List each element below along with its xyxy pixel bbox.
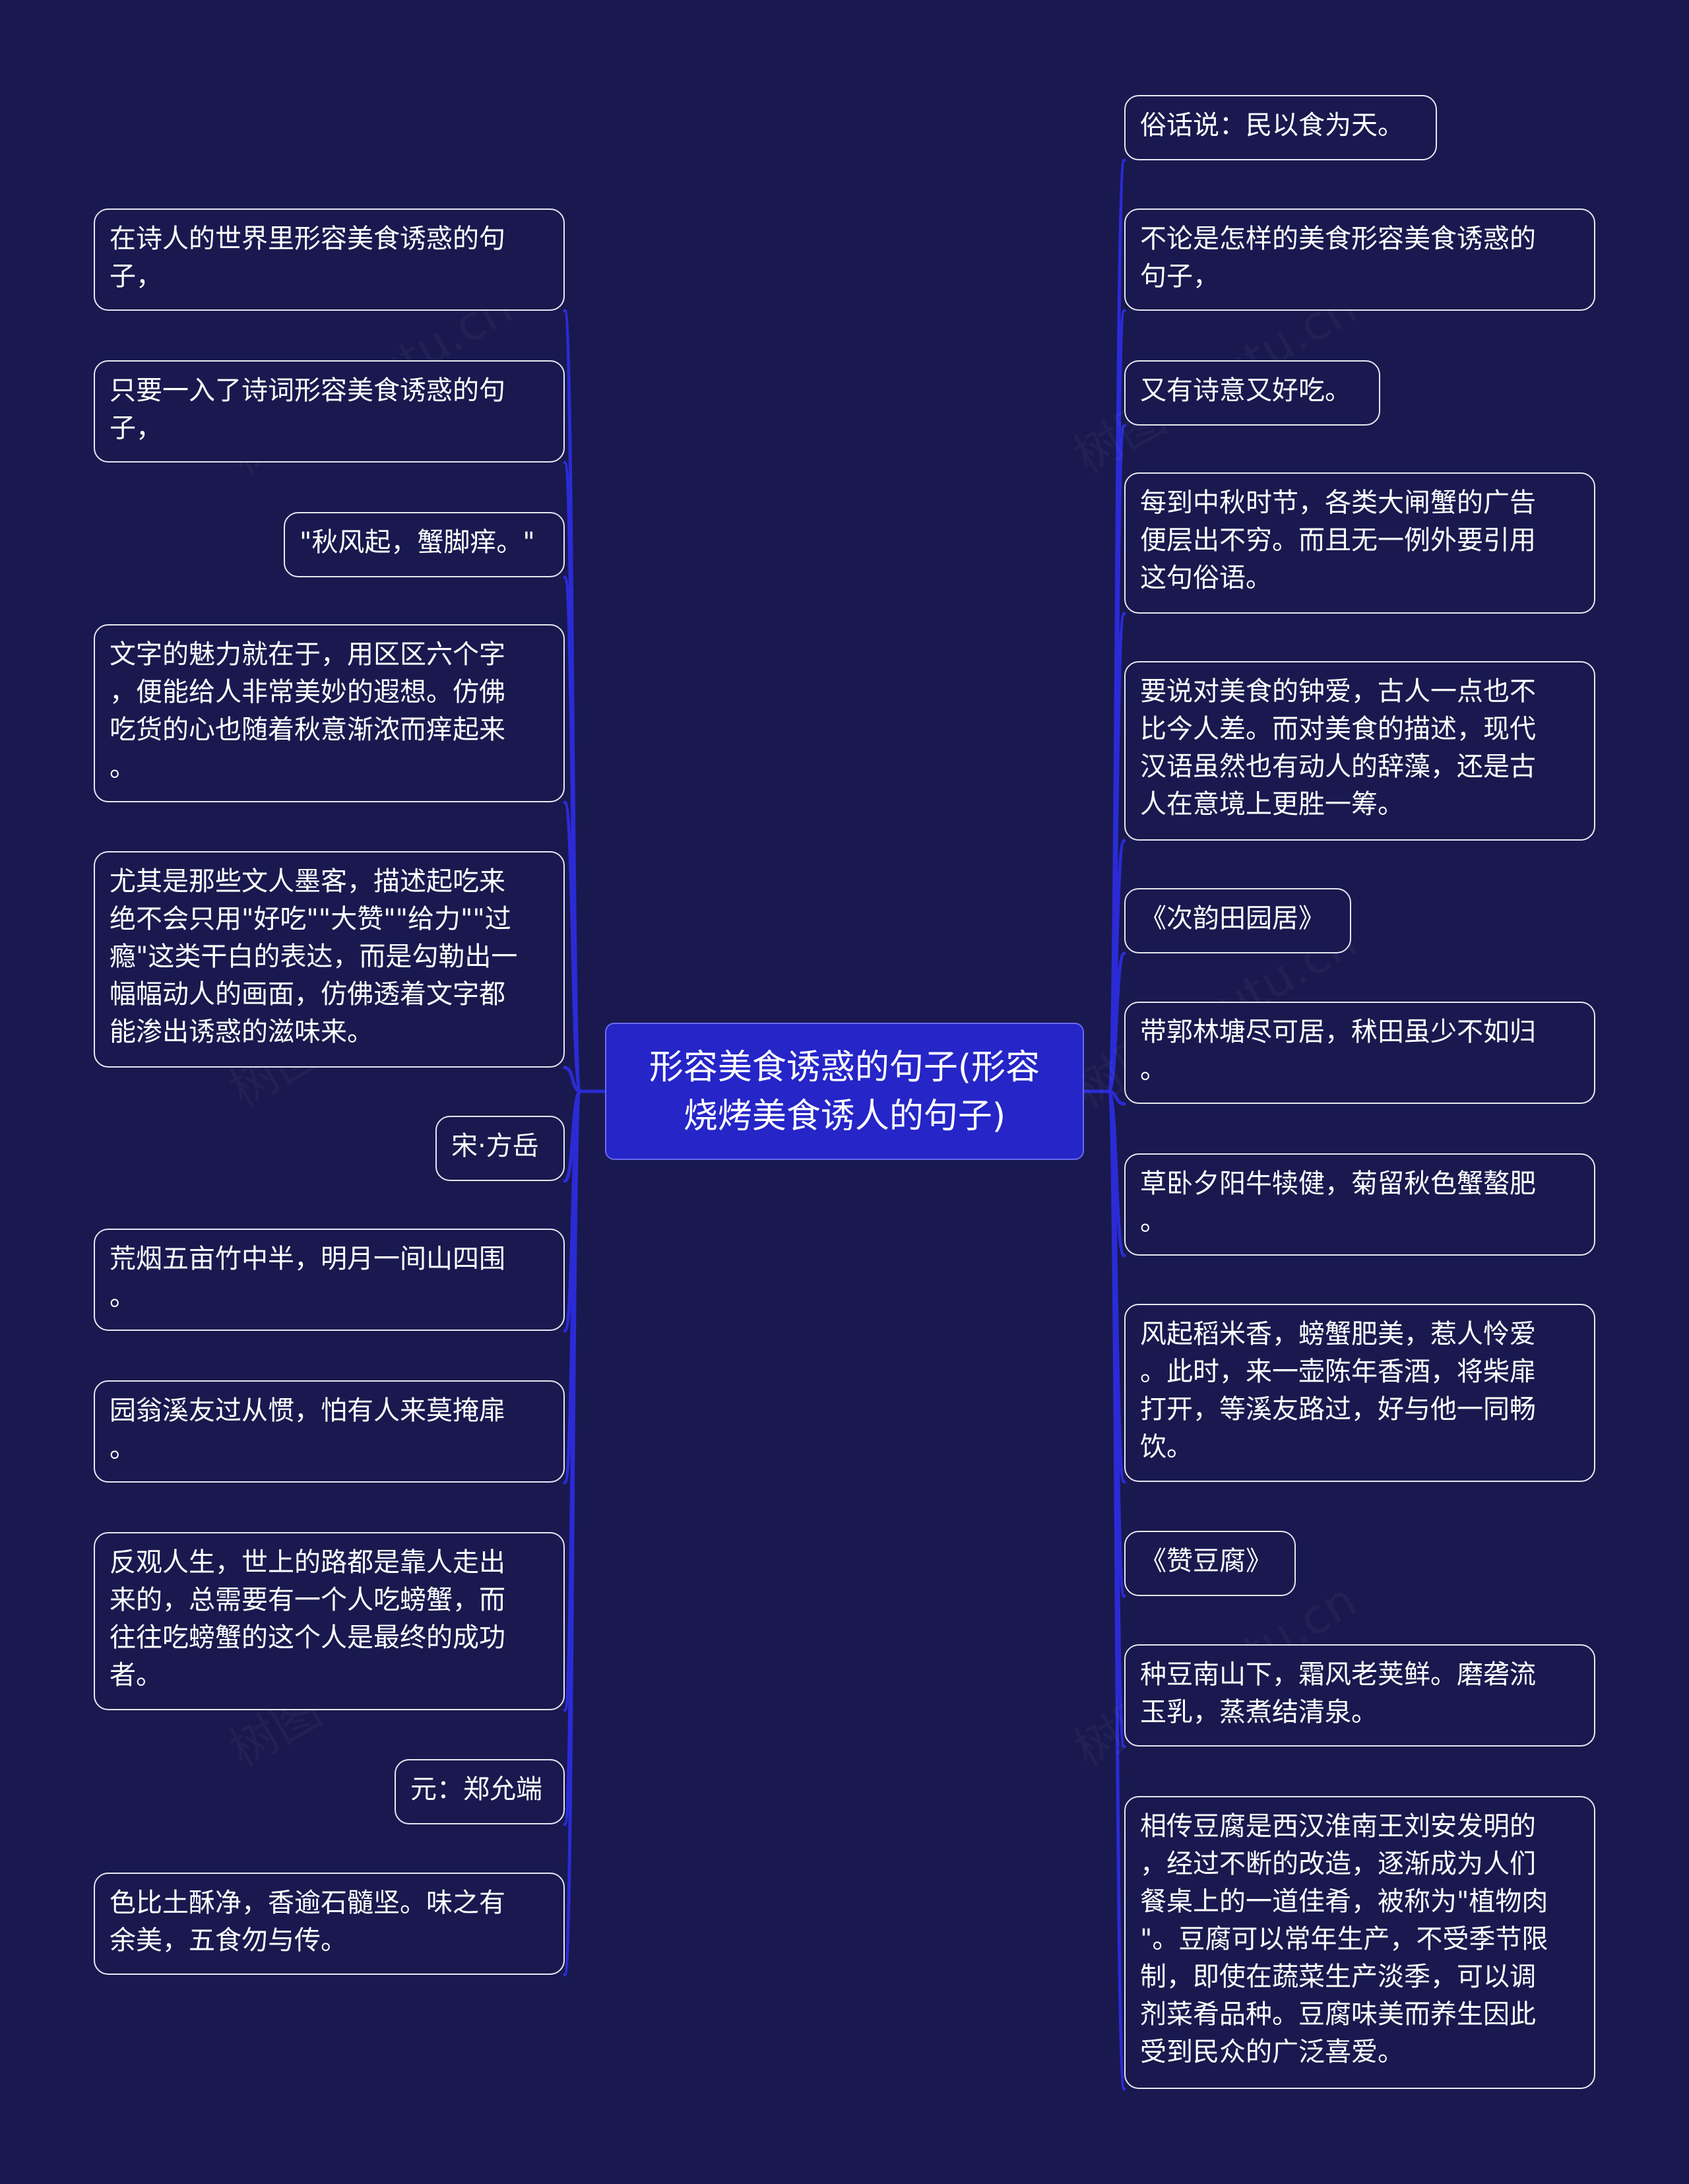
left-node-9[interactable]: 反观人生，世上的路都是靠人走出 来的，总需要有一个人吃螃蟹，而 往往吃螃蟹的这个… [94,1532,565,1710]
right-node-4[interactable]: 每到中秋时节，各类大闸蟹的广告 便层出不穷。而且无一例外要引用 这句俗语。 [1124,472,1595,614]
right-node-3[interactable]: 又有诗意又好吃。 [1124,360,1380,426]
right-node-12[interactable]: 相传豆腐是西汉淮南王刘安发明的 ，经过不断的改造，逐渐成为人们 餐桌上的一道佳肴… [1124,1796,1595,2089]
right-node-5[interactable]: 要说对美食的钟爱，古人一点也不 比今人差。而对美食的描述，现代 汉语虽然也有动人… [1124,661,1595,841]
left-node-2[interactable]: 只要一入了诗词形容美食诱惑的句 子， [94,360,565,463]
left-node-7[interactable]: 荒烟五亩竹中半，明月一间山四围 。 [94,1229,565,1331]
right-node-10[interactable]: 《赞豆腐》 [1124,1531,1296,1596]
connector-right-node-6 [1106,951,1126,1093]
connector-left-node-11 [563,1089,583,1977]
left-node-4[interactable]: 文字的魅力就在于，用区区六个字 ，便能给人非常美妙的遐想。仿佛 吃货的心也随着秋… [94,624,565,802]
right-node-6[interactable]: 《次韵田园居》 [1124,888,1351,953]
left-node-10[interactable]: 元：郑允端 [395,1759,565,1824]
right-node-2[interactable]: 不论是怎样的美食形容美食诱惑的 句子， [1124,209,1595,311]
left-node-3[interactable]: "秋风起，蟹脚痒。" [284,512,565,577]
right-node-1[interactable]: 俗话说：民以食为天。 [1124,95,1437,160]
left-node-11[interactable]: 色比土酥净，香逾石髓坚。味之有 余美，五食勿与传。 [94,1873,565,1975]
right-node-9[interactable]: 风起稻米香，螃蟹肥美，惹人怜爱 。此时，来一壶陈年香酒，将柴扉 打开，等溪友路过… [1124,1304,1595,1482]
connector-left-node-4 [563,800,583,1093]
right-node-7[interactable]: 带郭林塘尽可居，秫田虽少不如归 。 [1124,1002,1595,1104]
center-topic-node[interactable]: 形容美食诱惑的句子(形容 烧烤美食诱人的句子) [605,1023,1084,1160]
left-node-1[interactable]: 在诗人的世界里形容美食诱惑的句 子， [94,209,565,311]
left-node-5[interactable]: 尤其是那些文人墨客，描述起吃来 绝不会只用"好吃""大赞""给力""过 瘾"这类… [94,851,565,1068]
connector-right-node-12 [1106,1089,1126,2091]
left-node-8[interactable]: 园翁溪友过从惯，怕有人来莫掩扉 。 [94,1380,565,1483]
left-node-6[interactable]: 宋·方岳 [435,1116,565,1181]
right-node-8[interactable]: 草卧夕阳牛犊健，菊留秋色蟹螯肥 。 [1124,1153,1595,1256]
connector-left-node-5 [563,1066,583,1093]
right-node-11[interactable]: 种豆南山下，霜风老荚鲜。磨砻流 玉乳，蒸煮结清泉。 [1124,1644,1595,1747]
